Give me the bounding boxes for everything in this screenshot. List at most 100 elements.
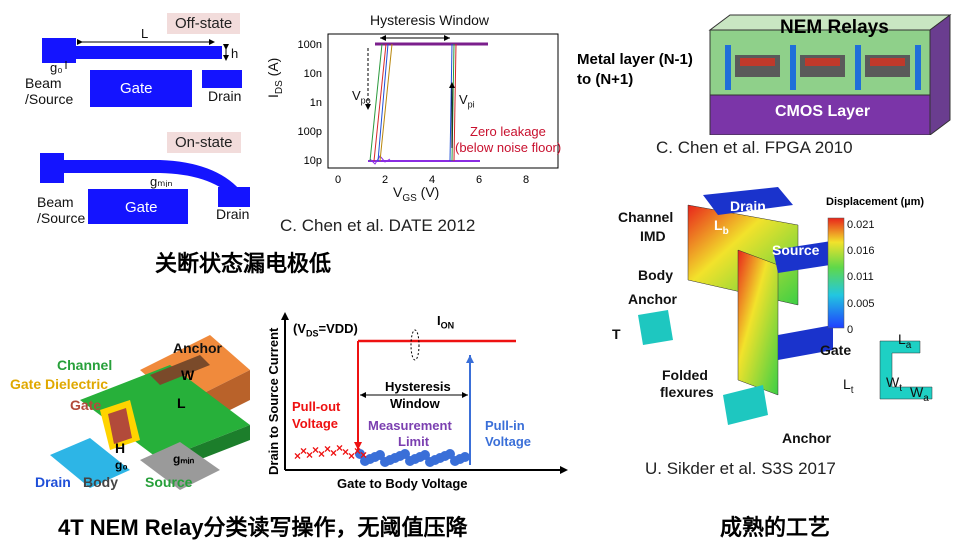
fpga-caption: C. Chen et al. FPGA 2010 xyxy=(656,138,853,157)
anchor-label: Anchor xyxy=(628,291,677,307)
left-title: 关断状态漏电极低 xyxy=(155,251,332,276)
hyst-xtick-label: 2 xyxy=(382,174,388,186)
bottom-right-title: 成熟的工艺 xyxy=(720,515,831,540)
hyst-xtick-label: 6 xyxy=(476,174,482,186)
h-label-4t: H xyxy=(115,440,126,456)
iv-measure-dot xyxy=(445,449,455,459)
iv-pullout-mark: × xyxy=(318,447,325,461)
relay-gate-label: Gate xyxy=(820,342,852,358)
colorbar-tick-1: 0.016 xyxy=(847,245,875,257)
ion-label: ION xyxy=(437,313,455,331)
on-drain-label: Drain xyxy=(216,206,250,222)
g0-label-4t: g₀ xyxy=(115,458,128,472)
vds-label: (VDS=VDD) xyxy=(293,321,358,339)
iv-pullout-mark: × xyxy=(330,446,337,460)
fpga-metal-line2: to (N+1) xyxy=(577,71,634,88)
hyst-ytick-label: 100n xyxy=(298,39,322,51)
on-beam xyxy=(60,160,240,196)
iv-pullout-mark: × xyxy=(324,442,331,456)
fpga-3d xyxy=(708,14,952,135)
zero-leak-line2: (below noise floor) xyxy=(455,140,562,155)
hyst-caption: C. Chen et al. DATE 2012 xyxy=(280,216,476,235)
pullin-2: Voltage xyxy=(485,434,531,449)
lb-label: Lb xyxy=(714,217,729,237)
off-source-label: /Source xyxy=(25,91,74,107)
drain-label-4t: Drain xyxy=(35,474,71,490)
t-label: T xyxy=(612,326,621,342)
meas-2: Limit xyxy=(398,434,430,449)
off-gate-label: Gate xyxy=(120,80,153,97)
meas-1: Measurement xyxy=(368,418,452,433)
iv-pullout-mark: × xyxy=(300,444,307,458)
colorbar-tick-2: 0.011 xyxy=(847,271,874,283)
anchor-label-2: Anchor xyxy=(782,430,831,446)
colorbar-tick-0: 0.021 xyxy=(847,219,875,231)
off-beam-label: Beam xyxy=(25,75,62,91)
relay-drain-label: Drain xyxy=(730,198,766,214)
on-gate-block xyxy=(88,189,188,224)
w-label-4t: W xyxy=(181,367,195,383)
hyst-win-1: Hysteresis xyxy=(385,379,451,394)
gate-diel-label: Gate Dielectric xyxy=(10,376,109,392)
on-gate-label: Gate xyxy=(125,199,158,216)
zero-leak-line1: Zero leakage xyxy=(470,124,546,139)
gmin-label: gₘᵢₙ xyxy=(150,174,173,189)
wt-label: Wt xyxy=(886,374,902,394)
iv-pullout-mark: × xyxy=(306,448,313,462)
iv-pullout-mark: × xyxy=(312,443,319,457)
g0-label: g₀ xyxy=(50,60,63,75)
off-drain-block xyxy=(202,70,242,88)
gate-label-4t: Gate xyxy=(70,397,102,413)
imd-label: IMD xyxy=(640,228,666,244)
hyst-ytick-label: 10n xyxy=(304,68,322,80)
off-drain-label: Drain xyxy=(208,88,242,104)
gmin-label-4t: gₘᵢₙ xyxy=(173,452,195,466)
wa-label: Wa xyxy=(910,384,929,404)
iv-measure-dot xyxy=(460,452,470,462)
on-drain-block xyxy=(218,187,250,207)
iv-pullout-mark: × xyxy=(348,449,355,463)
iv-measure-dot xyxy=(375,450,385,460)
channel-label-4t: Channel xyxy=(57,357,113,373)
on-beam-label: Beam xyxy=(37,194,74,210)
hyst-ytick-label: 10p xyxy=(304,155,322,167)
iv-measure-dot xyxy=(420,450,430,460)
hyst-xtick-label: 0 xyxy=(335,174,341,186)
pullin-1: Pull-in xyxy=(485,418,525,433)
fpga-title: NEM Relays xyxy=(780,17,889,38)
hyst-ytick-label: 100p xyxy=(298,126,322,138)
bottom-left-title: 4T NEM Relay分类读写操作，无阈值压降 xyxy=(58,515,468,540)
L-label: L xyxy=(141,26,149,41)
body-label-4t: Body xyxy=(83,474,118,490)
la-label: La xyxy=(898,331,912,351)
channel-label: Channel xyxy=(618,209,674,225)
iv-measure-dot xyxy=(400,449,410,459)
lt-label: Lt xyxy=(843,376,854,396)
off-state-tag: Off-state xyxy=(167,13,241,34)
iv-xlabel: Gate to Body Voltage xyxy=(337,476,468,491)
iv-pullout-mark: × xyxy=(294,449,301,463)
hyst-xtick-label: 4 xyxy=(429,174,435,186)
relay-source-label: Source xyxy=(772,242,820,258)
hyst-xlabel: VGS (V) xyxy=(393,184,440,204)
off-gate-block xyxy=(90,70,192,107)
iv-measure-dot xyxy=(355,449,365,459)
on-source-label: /Source xyxy=(37,210,86,226)
l-label-4t: L xyxy=(177,395,186,411)
fourt-3d xyxy=(50,335,250,490)
relay-caption: U. Sikder et al. S3S 2017 xyxy=(645,459,836,478)
pullout-1: Pull-out xyxy=(292,399,341,414)
hyst-ylabel: IDS (A) xyxy=(265,57,285,98)
body-label: Body xyxy=(638,267,673,283)
on-state-tag: On-state xyxy=(167,132,241,153)
iv-ylabel: Drain to Source Current xyxy=(266,327,281,475)
hyst-ytick-label: 1n xyxy=(310,97,322,109)
relay-3d-model xyxy=(638,187,933,425)
pullout-2: Voltage xyxy=(292,416,338,431)
off-beam xyxy=(42,46,222,59)
iv-pullout-mark: × xyxy=(354,444,361,458)
folded-label-2: flexures xyxy=(660,384,714,400)
anchor-label-4t: Anchor xyxy=(173,340,222,356)
iv-axes: ×××××××××××× xyxy=(281,312,568,474)
hyst-title: Hysteresis Window xyxy=(370,12,490,28)
